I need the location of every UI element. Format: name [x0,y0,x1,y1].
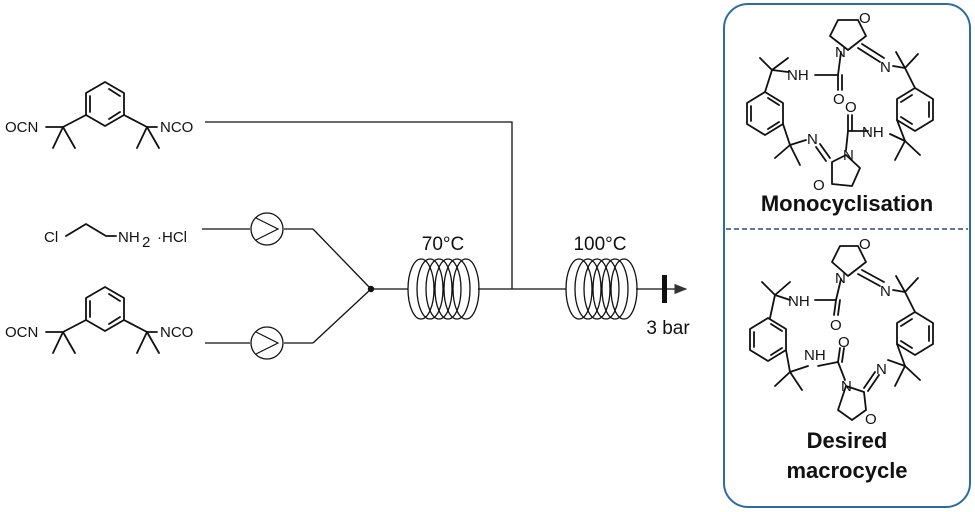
macro-o-carbonyl-bottom: O [838,334,850,351]
reagent1-nco: NCO [160,119,193,136]
pump-2 [250,326,284,360]
mono-n-ring-top: N [835,44,846,61]
macro-nh-top: NH [788,293,810,310]
reagent1-ocn: OCN [5,119,38,136]
reagent2-nh: NH [118,229,140,246]
mono-n-imine-bottom: N [807,131,818,148]
diisocyanate-bottom-structure: OCN NCO [5,286,193,354]
mixing-junction [367,285,375,293]
reagent3-nco: NCO [160,324,193,341]
monocyclisation-structure: O N N NH O O NH N N O [746,10,934,194]
mono-o-bottom: O [813,177,825,194]
monocyclisation-label: Monocyclisation [761,191,933,216]
back-pressure-label: 3 bar [646,318,690,339]
mono-nh-top: NH [787,67,809,84]
macro-n-imine-top: N [880,283,891,300]
feed-line-top [205,121,513,289]
macrocycle-label-line2: macrocycle [786,458,907,483]
mono-o-carbonyl-bottom: O [845,99,857,116]
mono-o-carbonyl-top: O [833,91,845,108]
reactor2-temperature: 100°C [573,234,626,255]
reactor1-temperature: 70°C [422,234,464,255]
flow-lines [202,121,688,344]
macro-nh-bottom: NH [804,347,826,364]
mono-n-ring-bottom: N [843,147,854,164]
back-pressure-regulator [662,275,667,303]
reagent2-hcl: ·HCl [157,229,187,246]
reagent3-ocn: OCN [5,324,38,341]
macro-n-imine-bottom: N [876,361,887,378]
macro-n-ring-bottom: N [841,378,852,395]
diisocyanate-top-structure: OCN NCO [5,81,193,149]
macro-o-bottom: O [865,411,877,428]
pump-1 [250,212,284,246]
macrocycle-label-line1: Desired [807,428,888,453]
mono-nh-bottom: NH [862,124,884,141]
mono-o-top: O [859,10,871,27]
mono-n-imine-top: N [880,59,891,76]
chloroethylamine-structure: Cl NH 2 ·HCl [44,223,187,251]
macro-o-top: O [859,236,871,253]
reagent2-subscript: 2 [142,234,150,251]
reagent2-cl: Cl [44,229,58,246]
macro-n-ring-top: N [835,270,846,287]
coil-reactor-2 [565,258,638,320]
coil-reactor-1 [407,258,480,320]
macro-o-carbonyl-top: O [830,317,842,334]
macrocycle-structure: O N N NH O O NH N N O [749,236,934,428]
